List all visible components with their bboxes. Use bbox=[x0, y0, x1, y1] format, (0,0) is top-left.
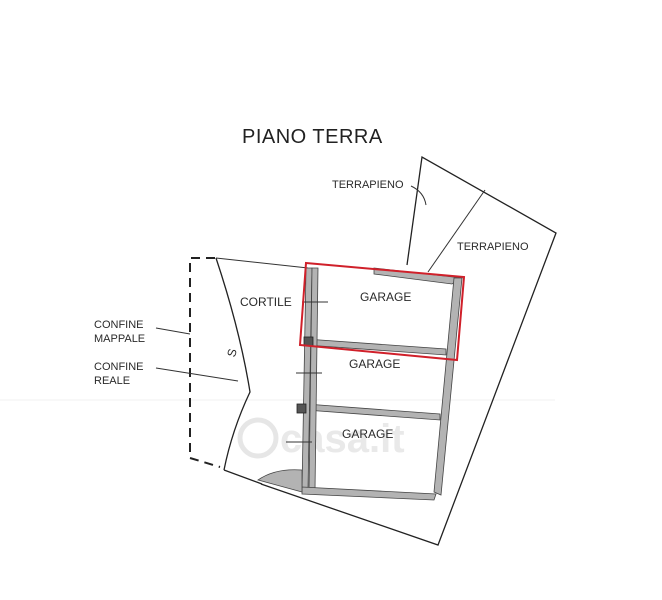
label-terrapieno-right: TERRAPIENO bbox=[457, 241, 529, 253]
label-garage-1: GARAGE bbox=[360, 290, 411, 304]
confine-reale-leader bbox=[155, 367, 239, 382]
label-garage-2: GARAGE bbox=[349, 357, 400, 371]
plan-title: PIANO TERRA bbox=[242, 126, 383, 148]
confine-mappale-line bbox=[189, 257, 221, 468]
watermark: casa.it bbox=[237, 417, 405, 461]
terrapieno-leader bbox=[410, 185, 427, 206]
label-terrapieno-top: TERRAPIENO bbox=[332, 179, 404, 191]
confine-mappale-leader bbox=[155, 327, 191, 335]
terrapieno-boundary bbox=[260, 155, 557, 546]
label-confine-mappale-1: CONFINE bbox=[94, 319, 144, 331]
svg-text:casa.it: casa.it bbox=[280, 417, 405, 461]
label-confine-mappale-2: MAPPALE bbox=[94, 333, 145, 345]
confine-reale-line bbox=[215, 257, 251, 471]
label-confine-reale-2: REALE bbox=[94, 375, 130, 387]
label-garage-3: GARAGE bbox=[342, 427, 393, 441]
cortile-top-line bbox=[215, 257, 309, 269]
garage-walls bbox=[257, 267, 464, 501]
north-marker: S bbox=[224, 347, 240, 358]
garage-highlight bbox=[298, 261, 466, 362]
terrapieno-divider bbox=[427, 189, 486, 273]
column-post bbox=[296, 403, 307, 414]
bottom-edge bbox=[223, 469, 263, 485]
label-confine-reale-1: CONFINE bbox=[94, 361, 144, 373]
label-cortile: CORTILE bbox=[240, 295, 292, 309]
